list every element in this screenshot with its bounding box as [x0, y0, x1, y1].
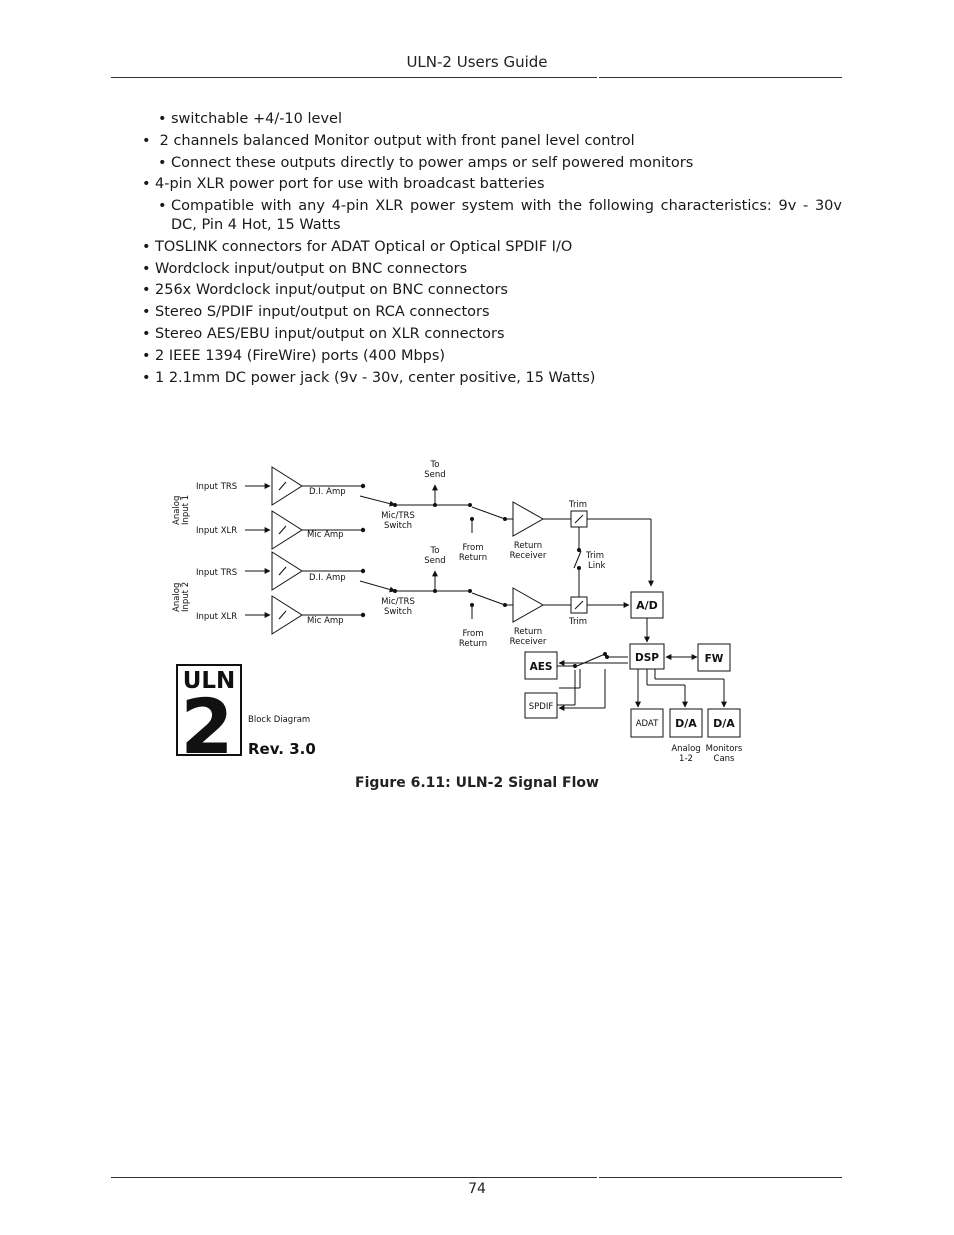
dsp-block: DSP [635, 652, 659, 664]
analog-input-1-label: AnalogInput 1 [172, 495, 191, 525]
ad-block: A/D [636, 599, 658, 612]
revision-label: Rev. 3.0 [248, 740, 316, 758]
list-item: •TOSLINK connectors for ADAT Optical or … [142, 239, 573, 255]
trim-1-label: Trim [568, 500, 587, 510]
trim-2-label: Trim [568, 617, 587, 627]
block-diagram-title: Block Diagram [248, 715, 310, 725]
list-item: •Stereo AES/EBU input/output on XLR conn… [142, 326, 505, 342]
list-item: •Connect these outputs directly to power… [158, 155, 694, 171]
da-analog-block: D/A [675, 717, 697, 730]
input-trs-1-label: Input TRS [196, 482, 237, 492]
aes-block: AES [530, 661, 553, 673]
input-xlr-2-label: Input XLR [196, 612, 237, 622]
list-item: • 2 channels balanced Monitor output wit… [142, 133, 635, 149]
mic-amp-1-label: Mic Amp [307, 530, 344, 540]
list-item: •Stereo S/PDIF input/output on RCA conne… [142, 304, 490, 320]
running-header: ULN-2 Users Guide [406, 53, 548, 71]
adat-block: ADAT [636, 719, 659, 729]
signal-flow-diagram: AnalogInput 1 AnalogInput 2 Input TRS In… [172, 460, 743, 770]
figure-caption: Figure 6.11: ULN-2 Signal Flow [355, 775, 599, 791]
fw-block: FW [705, 653, 724, 665]
list-item: •switchable +4/-10 level [158, 111, 342, 127]
input-xlr-1-label: Input XLR [196, 526, 237, 536]
list-item: •Wordclock input/output on BNC connector… [142, 261, 468, 277]
page-number: 74 [468, 1181, 486, 1197]
uln-logo-text: ULN [183, 668, 236, 694]
list-item: •256x Wordclock input/output on BNC conn… [142, 282, 508, 298]
di-amp-1-label: D.I. Amp [309, 487, 346, 497]
spdif-block: SPDIF [529, 702, 554, 712]
list-item: •4-pin XLR power port for use with broad… [142, 176, 545, 192]
block-diagram-figure: AnalogInput 1 AnalogInput 2 Input TRS In… [165, 455, 765, 770]
da-monitors-block: D/A [713, 717, 735, 730]
di-amp-2-label: D.I. Amp [309, 573, 346, 583]
list-item: •Compatible with any 4-pin XLR power sys… [158, 198, 842, 233]
uln-logo-number: 2 [181, 682, 234, 770]
header-rule [111, 77, 842, 78]
list-item: •1 2.1mm DC power jack (9v - 30v, center… [142, 370, 596, 386]
input-trs-2-label: Input TRS [196, 568, 237, 578]
analog-input-2-label: AnalogInput 2 [172, 582, 191, 612]
mic-amp-2-label: Mic Amp [307, 616, 344, 626]
list-item: •2 IEEE 1394 (FireWire) ports (400 Mbps) [142, 348, 446, 364]
footer-rule [111, 1177, 842, 1178]
